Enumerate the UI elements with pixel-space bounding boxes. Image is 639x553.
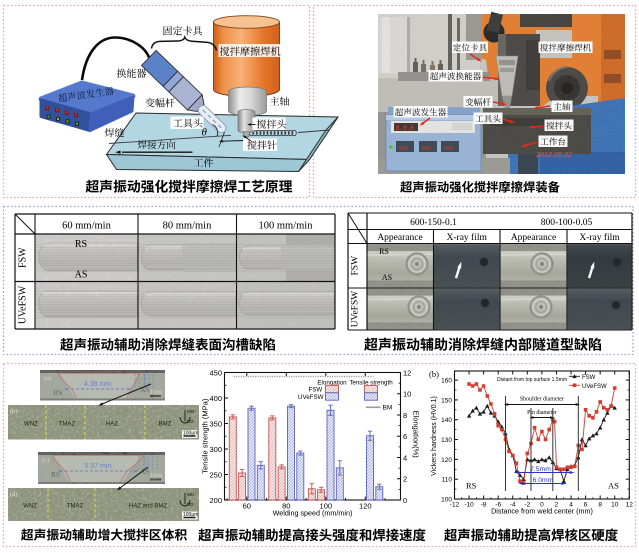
svg-text:6.0mm: 6.0mm — [533, 477, 554, 484]
svg-text:400: 400 — [209, 394, 222, 403]
svg-text:WD: WD — [187, 409, 195, 414]
svg-text:HAZ: HAZ — [106, 421, 118, 427]
svg-text:100μm: 100μm — [183, 431, 198, 437]
svg-text:110: 110 — [442, 477, 453, 484]
svg-text:Appearance: Appearance — [377, 233, 422, 243]
svg-text:WNZ: WNZ — [23, 504, 37, 510]
svg-text:8: 8 — [403, 411, 407, 420]
svg-text:300: 300 — [209, 445, 222, 454]
svg-text:BMZ: BMZ — [159, 421, 172, 427]
svg-text:-2: -2 — [524, 502, 530, 509]
svg-text:HAZ and BMZ: HAZ and BMZ — [129, 504, 167, 510]
svg-text:100 mm/min: 100 mm/min — [259, 220, 314, 231]
svg-text:WNZ: WNZ — [24, 421, 38, 427]
svg-text:100μm: 100μm — [183, 512, 198, 518]
svg-text:-4: -4 — [510, 502, 516, 509]
svg-text:Elongation: Elongation — [317, 380, 347, 387]
svg-text:FSW: FSW — [351, 256, 361, 276]
svg-text:8: 8 — [598, 502, 602, 509]
svg-text:0: 0 — [403, 496, 407, 505]
svg-text:UVeFSW: UVeFSW — [18, 285, 29, 324]
svg-text:2: 2 — [555, 502, 559, 509]
svg-text:UVeFSW: UVeFSW — [351, 291, 361, 327]
svg-text:X-ray film: X-ray film — [579, 232, 620, 243]
svg-text:80: 80 — [282, 502, 290, 511]
svg-text:BM: BM — [383, 405, 393, 412]
svg-text:100: 100 — [320, 502, 333, 511]
svg-text:RD: RD — [187, 502, 194, 507]
svg-text:RD: RD — [187, 419, 194, 424]
svg-text:θ: θ — [202, 127, 208, 139]
svg-text:12: 12 — [403, 368, 411, 377]
svg-text:TMAZ: TMAZ — [67, 504, 84, 510]
svg-text:250: 250 — [209, 470, 222, 479]
svg-text:100: 100 — [441, 496, 452, 503]
svg-text:(d): (d) — [10, 491, 18, 498]
svg-text:(b): (b) — [429, 369, 439, 379]
svg-text:130: 130 — [441, 437, 452, 444]
svg-text:160: 160 — [441, 377, 452, 384]
svg-text:-12: -12 — [450, 502, 460, 509]
svg-text:Elongation(%): Elongation(%) — [412, 411, 421, 459]
svg-text:200: 200 — [209, 496, 222, 505]
svg-text:FSW: FSW — [18, 247, 29, 268]
svg-text:12: 12 — [626, 502, 634, 509]
svg-text:RS: RS — [379, 247, 389, 256]
svg-text:120: 120 — [359, 502, 372, 511]
svg-text:10: 10 — [403, 390, 411, 399]
svg-text:AS: AS — [75, 270, 88, 281]
svg-text:Vickers hardness (HV0.1): Vickers hardness (HV0.1) — [431, 396, 438, 476]
svg-text:Welding speed (mm/min): Welding speed (mm/min) — [273, 509, 353, 518]
svg-text:80 mm/min: 80 mm/min — [163, 220, 212, 231]
svg-text:350: 350 — [209, 419, 222, 428]
svg-text:UVeFSW: UVeFSW — [298, 394, 324, 401]
svg-text:4: 4 — [569, 502, 573, 509]
svg-text:Pin diameter: Pin diameter — [527, 410, 557, 416]
svg-text:Shoulder diameter: Shoulder diameter — [520, 397, 564, 403]
svg-text:800-100-0.05: 800-100-0.05 — [541, 218, 593, 228]
svg-text:10: 10 — [611, 502, 619, 509]
svg-text:FSW: FSW — [309, 386, 323, 393]
svg-text:60: 60 — [243, 502, 251, 511]
svg-text:-8: -8 — [481, 502, 487, 509]
svg-text:X-ray film: X-ray film — [447, 232, 488, 243]
svg-text:Tensile strength: Tensile strength — [349, 380, 393, 387]
svg-text:-6: -6 — [495, 502, 501, 509]
svg-text:450: 450 — [209, 368, 222, 377]
svg-text:120: 120 — [441, 457, 452, 464]
svg-text:140: 140 — [441, 417, 452, 424]
svg-text:RS: RS — [466, 481, 477, 491]
svg-text:4: 4 — [403, 453, 407, 462]
svg-text:600-150-0.1: 600-150-0.1 — [410, 218, 457, 228]
svg-text:RS: RS — [75, 239, 87, 250]
svg-text:AS: AS — [382, 273, 392, 282]
svg-text:7.5mm: 7.5mm — [530, 466, 551, 473]
svg-text:6: 6 — [584, 502, 588, 509]
svg-text:UVeFSW: UVeFSW — [582, 384, 607, 390]
svg-text:0: 0 — [540, 502, 544, 509]
svg-text:-10: -10 — [464, 502, 474, 509]
svg-text:60 mm/min: 60 mm/min — [62, 220, 111, 231]
svg-text:Appearance: Appearance — [511, 233, 556, 243]
svg-text:FSW: FSW — [582, 375, 596, 381]
svg-text:6: 6 — [403, 432, 407, 441]
svg-text:AS: AS — [608, 481, 619, 491]
svg-text:(b): (b) — [10, 408, 18, 415]
svg-text:Tensile strength (MPa): Tensile strength (MPa) — [201, 398, 210, 474]
svg-text:150: 150 — [441, 397, 452, 404]
svg-text:TMAZ: TMAZ — [59, 421, 76, 427]
svg-text:2: 2 — [403, 475, 407, 484]
svg-text:Distance from weld center (mm): Distance from weld center (mm) — [491, 507, 593, 516]
svg-text:WD: WD — [187, 492, 195, 497]
svg-text:Distant from top surface 1.5mm: Distant from top surface 1.5mm — [497, 377, 567, 383]
